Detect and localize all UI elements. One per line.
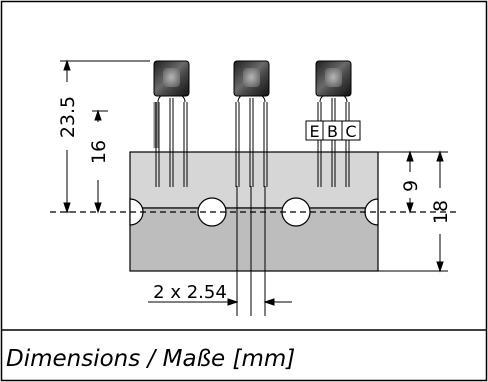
dim-pitch — [148, 186, 292, 316]
transistor-left — [153, 60, 190, 187]
dim-lead-length — [92, 109, 108, 214]
tape-bottom — [129, 207, 379, 272]
tape-top — [129, 151, 379, 209]
dim-hole-offset — [378, 150, 418, 214]
pin-label-box — [305, 120, 361, 141]
transistor-right — [315, 60, 352, 187]
caption-text: Dimensions / Maße [mm] — [6, 346, 296, 372]
dim-pitch-label: 2 x 2.54 — [153, 282, 227, 303]
left-half-hole — [129, 198, 144, 226]
transistor-middle — [233, 60, 270, 187]
dim-tape-width — [378, 150, 448, 273]
pin-label-e: E — [309, 122, 319, 141]
dim-lead-length-label: 16 — [88, 140, 110, 164]
dim-overall-height — [60, 59, 150, 214]
pin-label-c: C — [345, 122, 356, 141]
dim-tape-width-label: 18 — [430, 200, 452, 224]
dim-overall-height-label: 23.5 — [57, 96, 79, 138]
pin-label-b: B — [327, 122, 338, 141]
dim-hole-offset-label: 9 — [400, 180, 422, 192]
